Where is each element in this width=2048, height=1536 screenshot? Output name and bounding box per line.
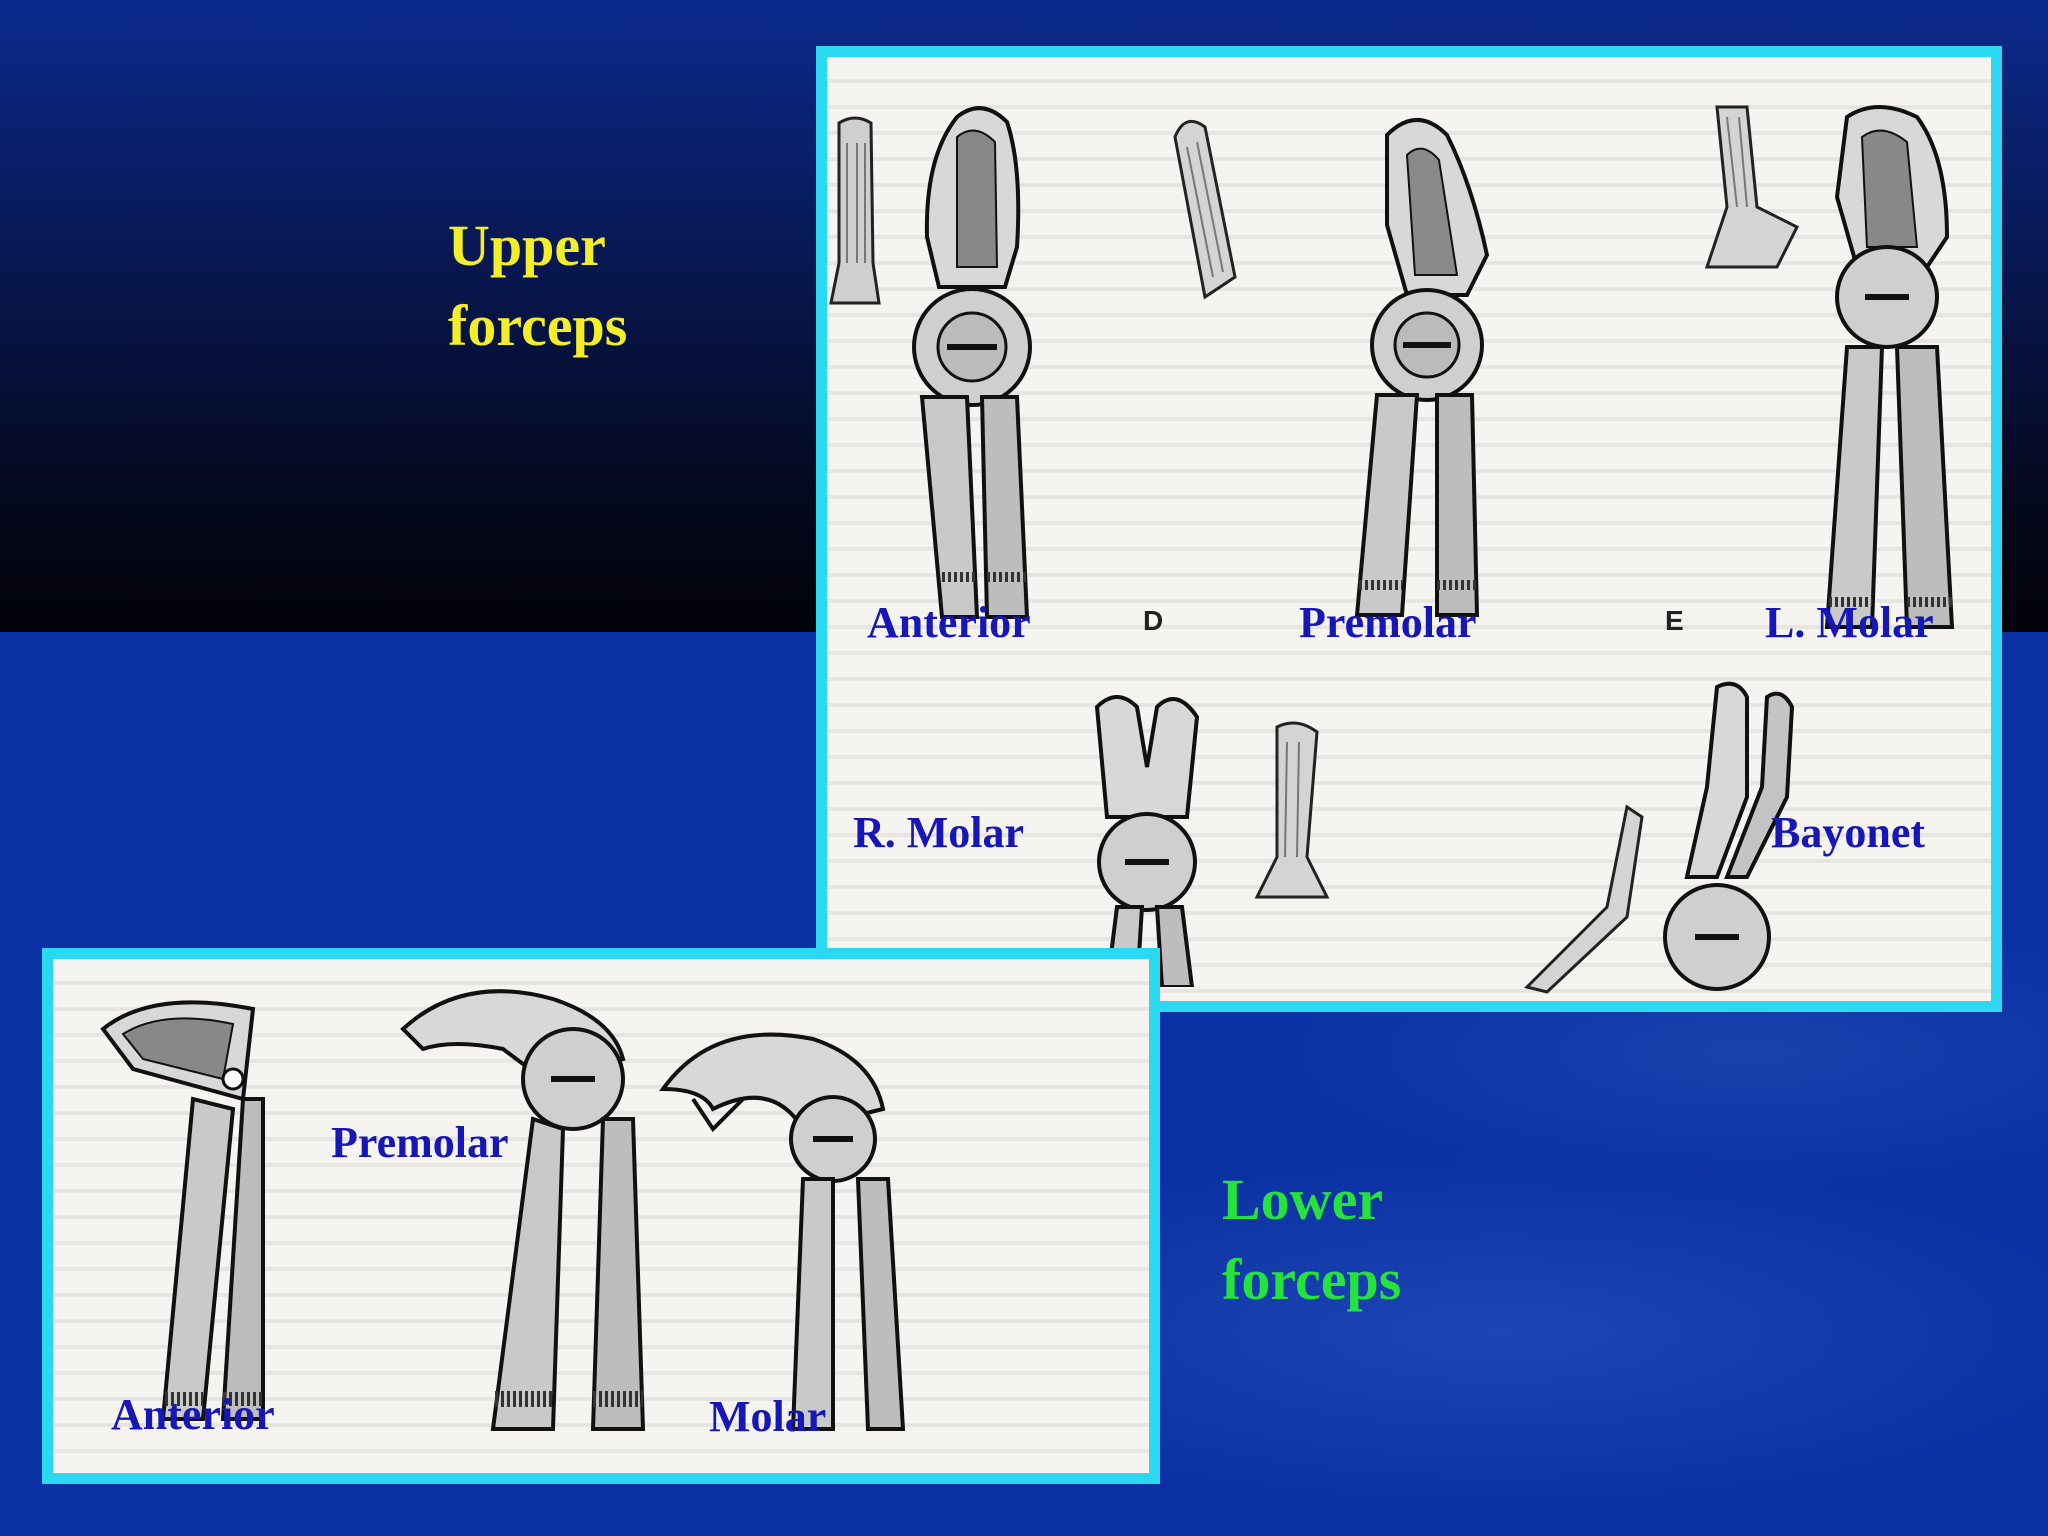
upper-right-molar-forceps-image [1077,687,1207,987]
upper-premolar-label: Premolar [1299,598,1477,647]
premolar-beak-detail-image [1165,107,1245,307]
upper-forceps-heading: Upper forceps [448,206,627,366]
lower-molar-label: Molar [709,1392,827,1441]
figure-letter-e: E [1665,605,1684,636]
upper-left-molar-forceps-image [1787,97,1977,637]
bayonet-beak-detail-image [1507,797,1647,997]
lower-heading-line-2: forceps [1222,1247,1402,1312]
lower-heading-line-1: Lower [1222,1167,1384,1232]
upper-anterior-forceps-image [887,97,1057,637]
upper-bayonet-label: Bayonet [1771,808,1925,857]
lower-forceps-heading: Lower forceps [1222,1160,1401,1320]
upper-heading-line-1: Upper [448,213,606,278]
upper-r-molar-label: R. Molar [853,808,1025,857]
lower-forceps-panel: Premolar Anterior Molar [42,948,1160,1484]
upper-l-molar-label: L. Molar [1765,598,1934,647]
upper-anterior-label: Anterior [867,598,1031,647]
lower-anterior-forceps-image [93,989,293,1429]
upper-bayonet-forceps-image [1607,677,1827,1001]
upper-forceps-panel: Anterior D Premolar E L. Molar R. Molar … [816,46,2002,1012]
figure-letter-d: D [1143,605,1164,636]
lower-premolar-forceps-image [393,979,653,1439]
lower-anterior-label: Anterior [111,1390,275,1439]
anterior-beak-detail-image [827,113,887,313]
molar-beak-detail-image [1687,97,1807,277]
lower-molar-forceps-image [653,1019,913,1439]
lower-premolar-label: Premolar [331,1118,509,1167]
upper-heading-line-2: forceps [448,293,628,358]
right-molar-beak-detail-image [1247,717,1337,907]
upper-premolar-forceps-image [1347,105,1517,625]
